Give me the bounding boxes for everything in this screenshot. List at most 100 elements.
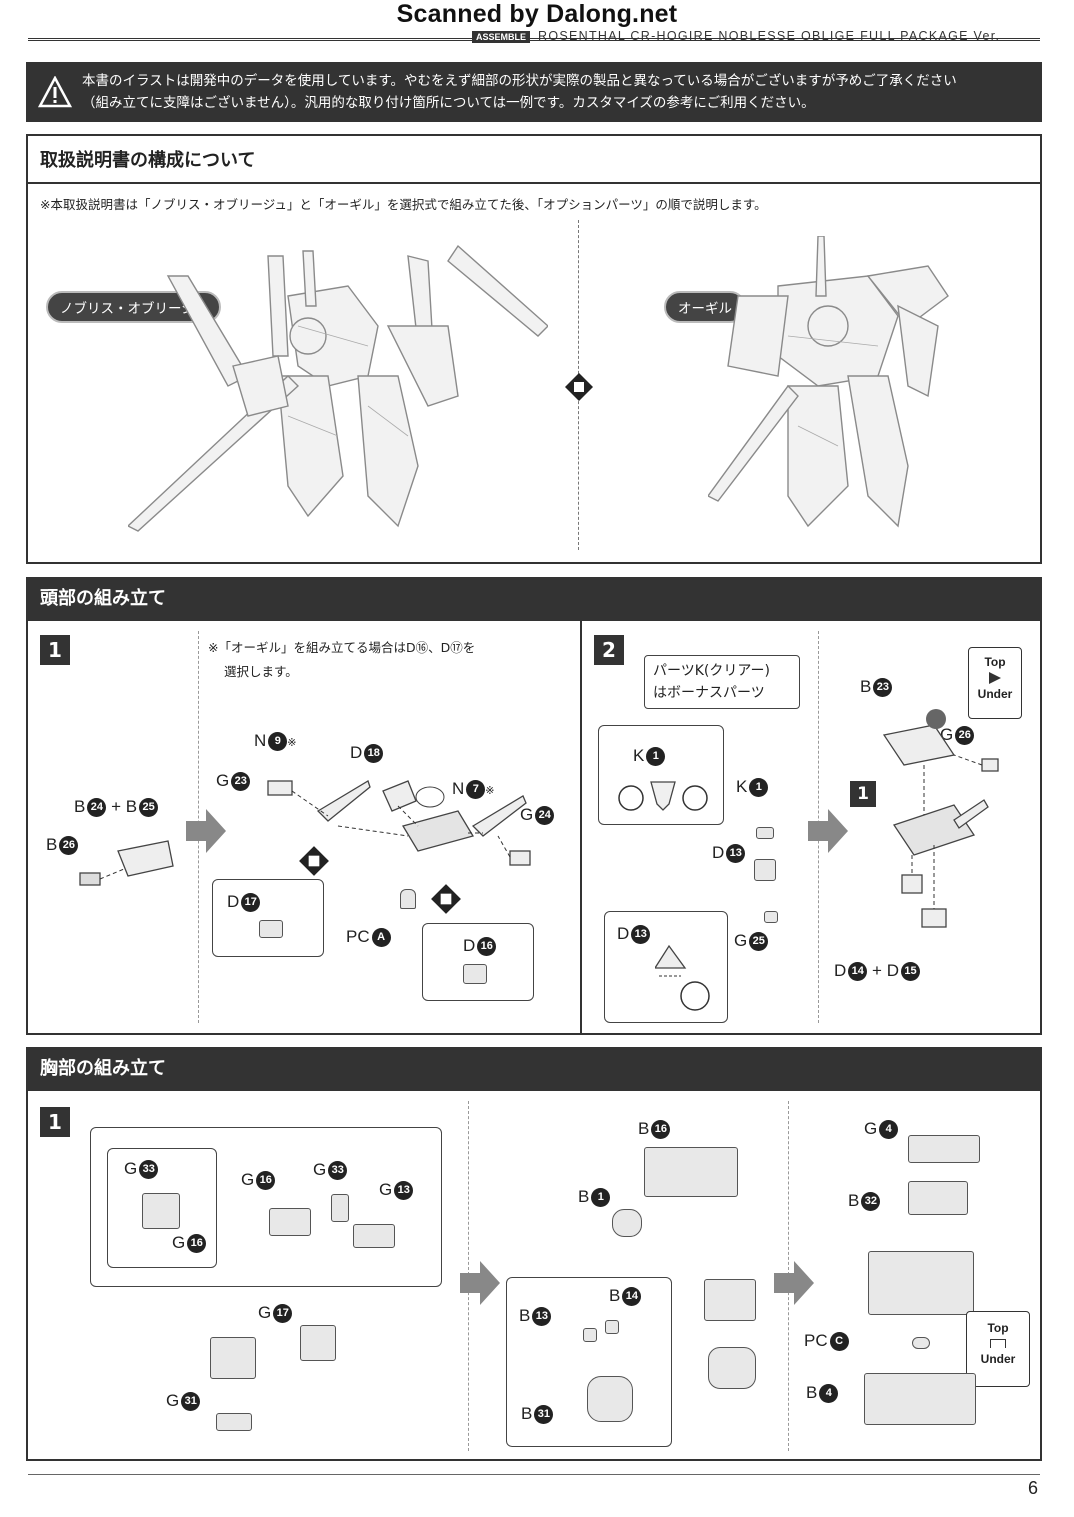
part-b16	[644, 1147, 738, 1197]
top-under-indicator: Top Under	[966, 1311, 1030, 1387]
part-g13	[353, 1224, 395, 1248]
augil-illustration	[708, 236, 949, 528]
part-b14	[605, 1320, 619, 1334]
flow-arrow-icon	[460, 1261, 500, 1305]
warning-line-1: 本書のイラストは開発中のデータを使用しています。やむをえず細部の形状が実際の製品…	[82, 73, 957, 89]
part-g33	[331, 1194, 349, 1222]
chest-assembly-1	[210, 1337, 256, 1379]
structure-title-rule	[28, 182, 1040, 184]
top-under-indicator: Top Under	[968, 647, 1022, 719]
warning-banner: 本書のイラストは開発中のデータを使用しています。やむをえず細部の形状が実際の製品…	[26, 62, 1042, 122]
direction-icon	[989, 672, 1001, 684]
callout-line-2: はボーナスパーツ	[653, 685, 765, 701]
head-step1-note-1: ※「オーギル」を組み立てる場合はD⑯、D⑰を	[208, 640, 476, 655]
structure-section: 取扱説明書の構成について ※本取扱説明書は「ノブリス・オブリージュ」と「オーギル…	[26, 134, 1042, 564]
bonus-part-callout: パーツK(クリアー) はボーナスパーツ	[644, 655, 800, 709]
part-g31	[216, 1413, 252, 1431]
assemble-tag: ASSEMBLE	[472, 31, 531, 43]
head-step-divider	[580, 621, 582, 1033]
flow-arrow-icon	[774, 1261, 814, 1305]
part-d17	[259, 920, 283, 938]
part-g25	[764, 911, 778, 923]
part-b4	[864, 1373, 976, 1425]
flow-arrow-icon	[808, 809, 848, 853]
warning-line-2: （組み立てに支障はございません）。汎用的な取り付け箇所については一例です。カスタ…	[82, 95, 815, 111]
direction-icon	[990, 1339, 1006, 1348]
head-core-part	[79, 840, 174, 886]
part-d16	[463, 964, 487, 984]
part-b31	[587, 1376, 633, 1422]
part-pc-a	[400, 889, 416, 909]
noblesse-oblige-illustration	[128, 244, 548, 532]
callout-line-1: パーツK(クリアー)	[653, 663, 770, 679]
part-b1	[612, 1209, 642, 1237]
part-b32	[908, 1181, 968, 1215]
structure-note: ※本取扱説明書は「ノブリス・オブリージュ」と「オーギル」を選択式で組み立てた後、…	[40, 197, 767, 212]
chest-section-title: 胸部の組み立て	[26, 1047, 1042, 1091]
k1-clear-part	[618, 781, 708, 811]
flow-arrow-icon	[186, 809, 226, 853]
head-step2-assembly	[882, 709, 999, 928]
warning-text: 本書のイラストは開発中のデータを使用しています。やむをえず細部の形状が実際の製品…	[82, 70, 1042, 114]
warning-icon	[38, 76, 72, 108]
sub-step-1-ref: 1	[850, 781, 876, 807]
part-b13	[583, 1328, 597, 1342]
chest-main-assembly	[868, 1251, 974, 1315]
chest-step1-number: 1	[40, 1107, 70, 1137]
d13-detail	[655, 944, 710, 1011]
structure-title: 取扱説明書の構成について	[40, 150, 256, 171]
part-k1	[756, 827, 774, 839]
part-g33-g16	[142, 1193, 180, 1229]
part-g16	[269, 1208, 311, 1236]
page-number: 6	[1027, 1478, 1038, 1498]
head-section-title: 頭部の組み立て	[26, 577, 1042, 621]
part-d13	[754, 859, 776, 881]
model-title: ROSENTHAL CR-HOGIRE NOBLESSE OBLIGE FULL…	[538, 29, 1001, 43]
head-step2-number: 2	[594, 635, 624, 665]
chest-half-assembly	[704, 1279, 756, 1321]
head-step1-note-2: 選択します。	[224, 664, 298, 679]
header-rule	[28, 38, 1040, 41]
select-diamond-icon	[565, 373, 593, 401]
